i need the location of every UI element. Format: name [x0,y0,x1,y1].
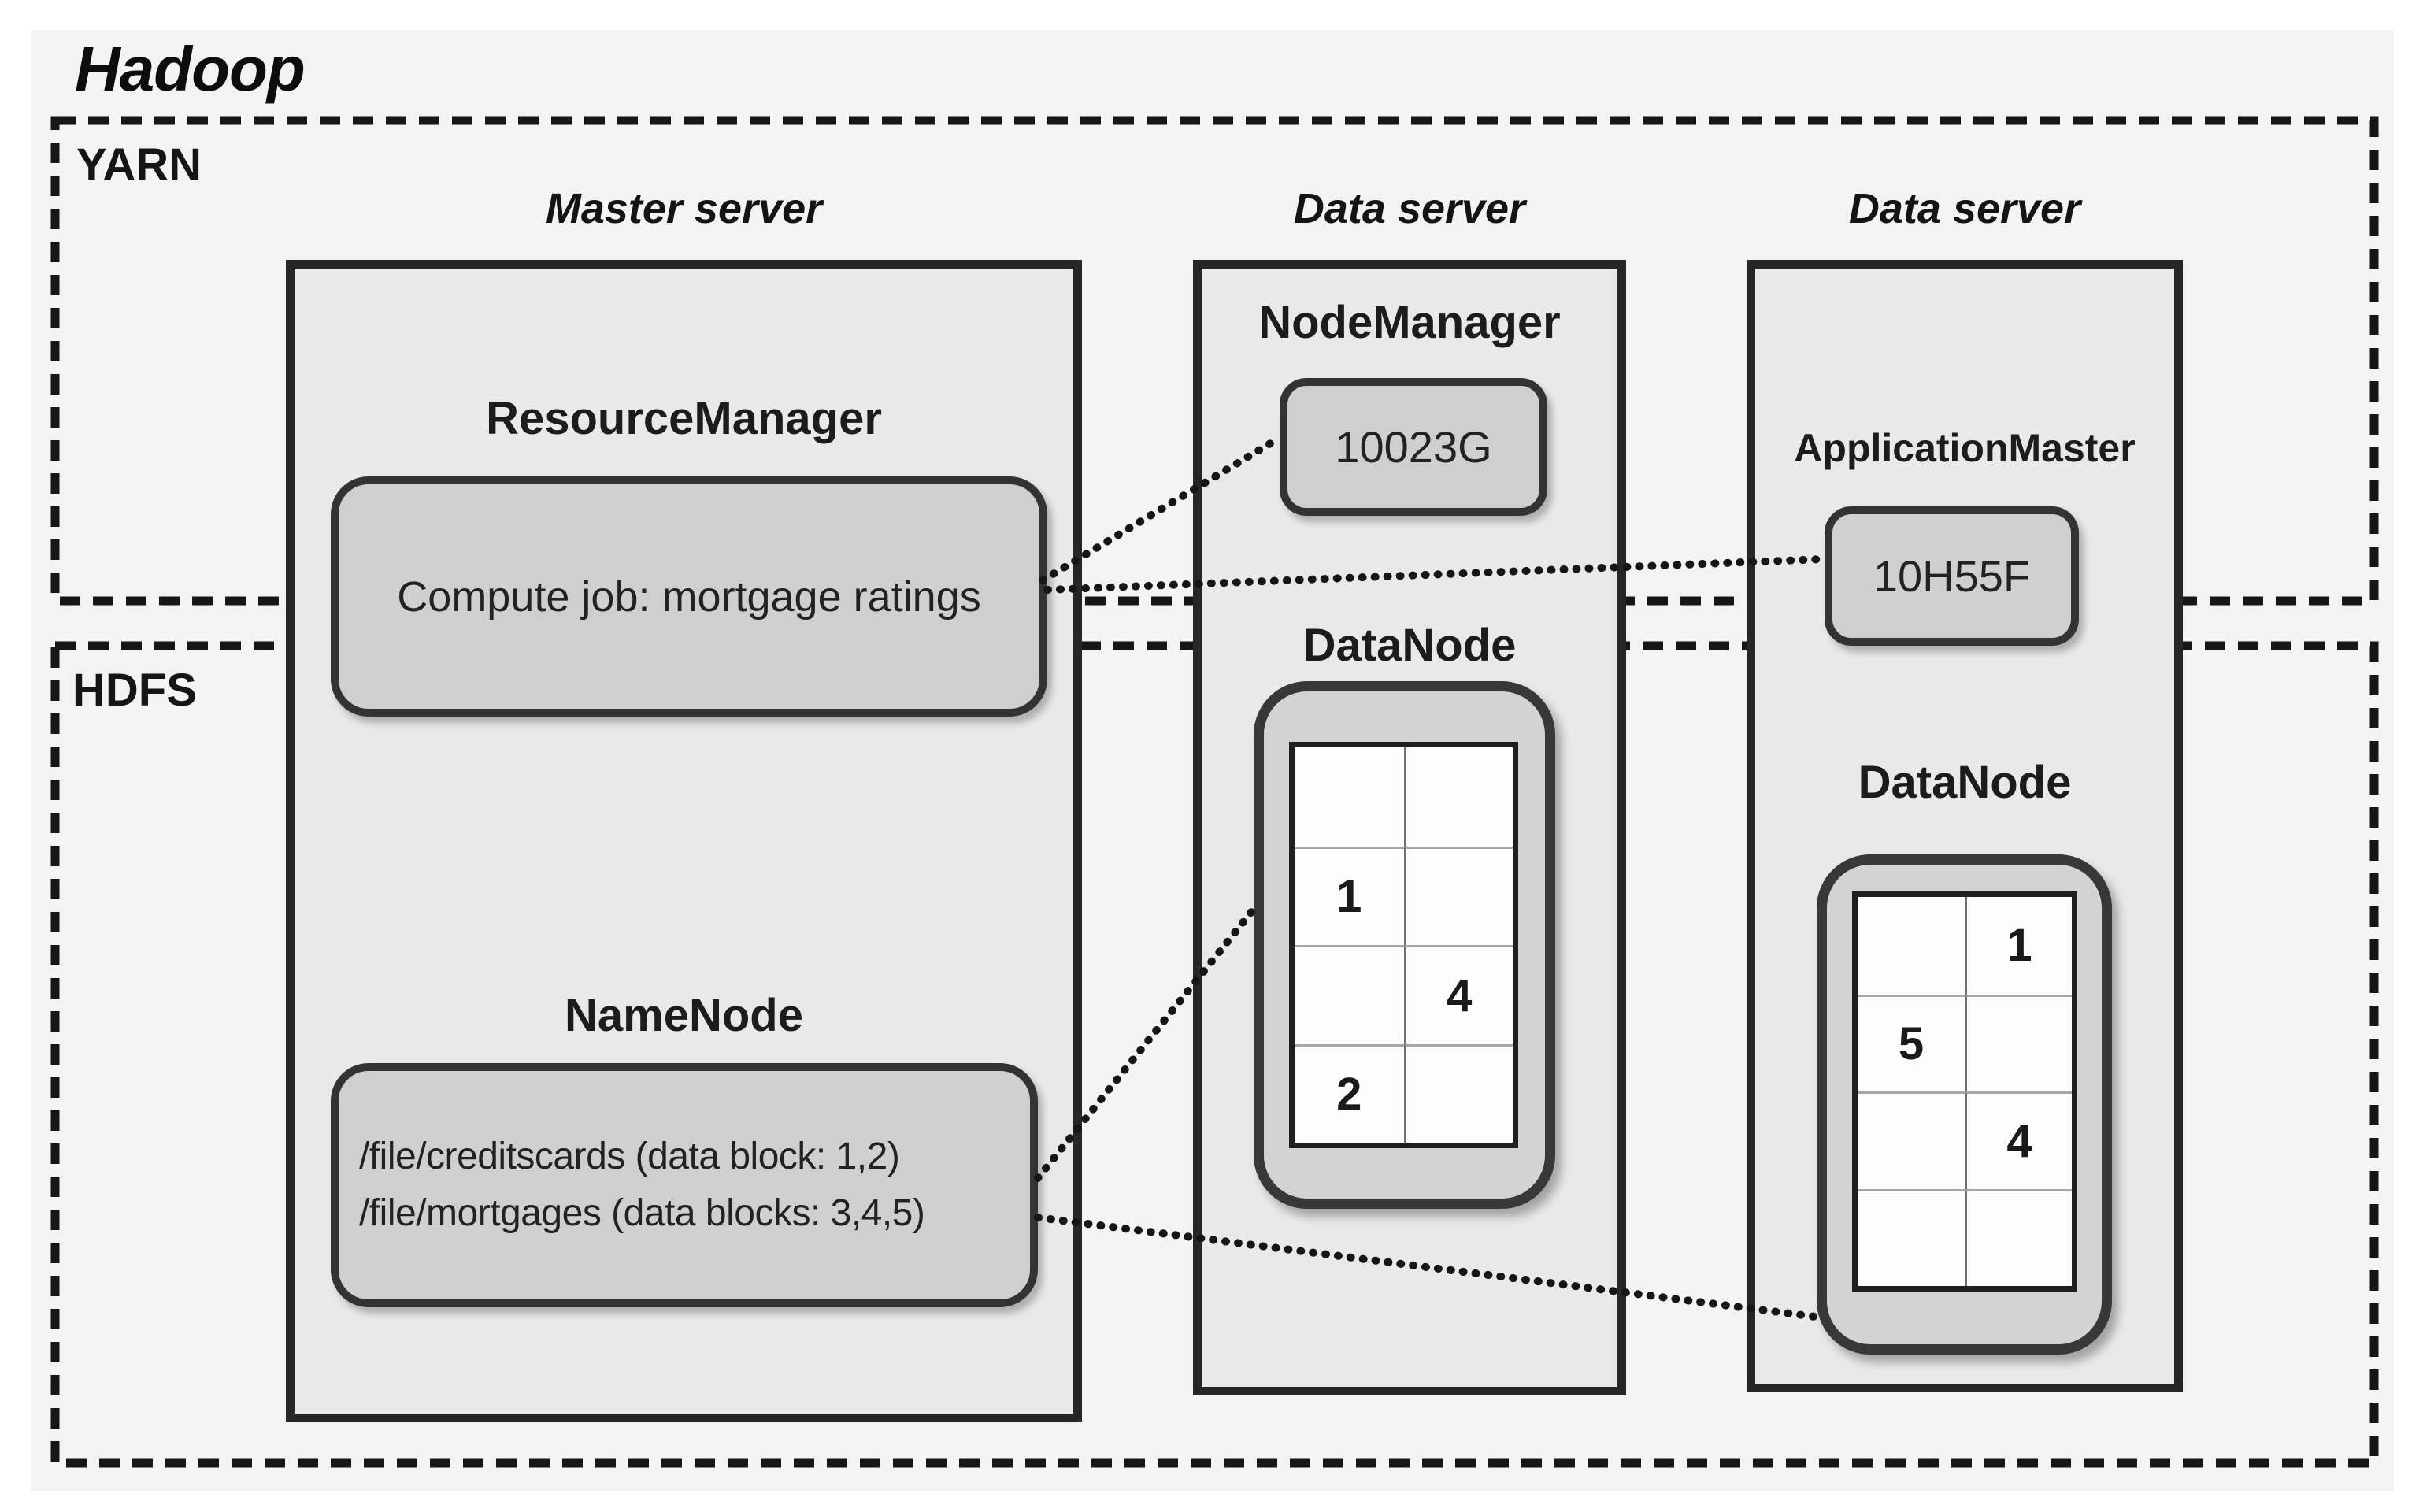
block-cell [1965,1188,2072,1286]
block-cell: 1 [1965,897,2072,995]
node-manager-label: NodeManager [1258,297,1561,348]
namenode-file-table-box: /file/creditscards (data block: 1,2) /fi… [331,1063,1038,1307]
applicationmaster-container-id-box: 10H55F [1825,506,2079,646]
name-node-label: NameNode [565,990,803,1041]
hdfs-zone-label: HDFS [72,665,197,716]
block-cell [1965,994,2072,1091]
data-node-2-label: DataNode [1858,757,2072,808]
data-server-2-title: Data server [1848,185,2081,232]
block-cell [1403,747,1513,847]
block-cell [1403,846,1513,945]
resource-manager-label: ResourceManager [486,393,882,444]
block-cell [1295,747,1404,847]
nodemanager-container-id-box: 10023G [1280,378,1547,516]
block-cell: 4 [1965,1091,2072,1189]
diagram-title: Hadoop [75,34,306,104]
compute-job-text: Compute job: mortgage ratings [397,573,981,621]
application-master-label: ApplicationMaster [1794,426,2136,470]
data-node-2-block-grid: 1 5 4 [1852,891,2077,1292]
nodemanager-container-id: 10023G [1335,422,1492,472]
data-node-1-label: DataNode [1302,620,1517,671]
block-cell: 2 [1295,1043,1404,1143]
compute-job-box: Compute job: mortgage ratings [331,476,1047,717]
yarn-zone-label: YARN [76,139,202,191]
block-cell: 5 [1858,994,1965,1092]
applicationmaster-container-id: 10H55F [1873,551,2031,601]
block-cell: 4 [1403,945,1513,1044]
block-cell [1403,1043,1513,1143]
block-cell [1295,945,1404,1044]
file-entry-mortgages: /file/mortgages (data blocks: 3,4,5) [359,1192,925,1234]
block-cell [1858,1188,1965,1287]
block-cell [1858,897,1965,995]
data-node-1-block-grid: 1 4 2 [1289,742,1518,1148]
file-entry-creditscards: /file/creditscards (data block: 1,2) [359,1136,900,1177]
block-cell [1858,1091,1965,1189]
data-server-1-title: Data server [1293,185,1526,232]
block-cell: 1 [1295,846,1404,946]
master-server-title: Master server [545,185,823,232]
